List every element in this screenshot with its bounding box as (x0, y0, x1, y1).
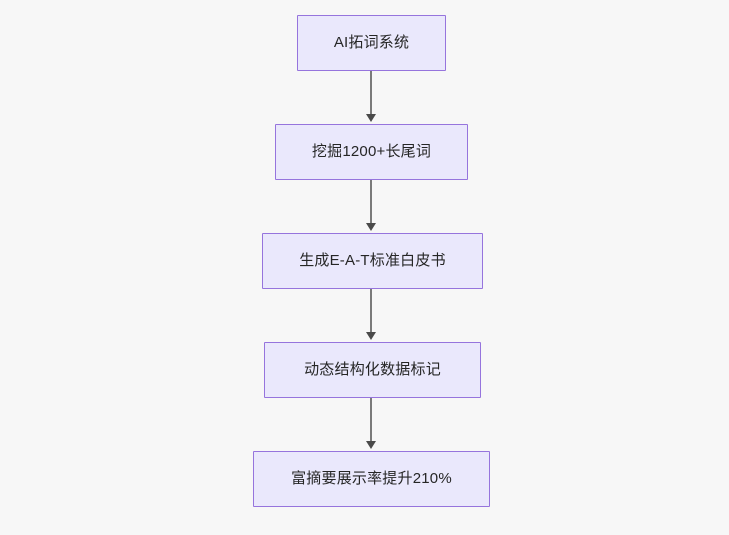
arrow-down-icon (366, 441, 376, 449)
flowchart-node-label: 富摘要展示率提升210% (291, 470, 452, 487)
flowchart-node-label: 挖掘1200+长尾词 (311, 143, 432, 160)
flowchart-node-n3[interactable]: 生成E-A-T标准白皮书 (262, 233, 483, 289)
flowchart-node-n4[interactable]: 动态结构化数据标记 (264, 342, 481, 398)
flowchart-node-n5[interactable]: 富摘要展示率提升210% (253, 451, 490, 507)
arrow-down-icon (366, 223, 376, 231)
flowchart-edge-n1-n2 (370, 71, 372, 117)
flowchart-node-label: AI拓词系统 (333, 34, 410, 51)
arrow-down-icon (366, 114, 376, 122)
flowchart-edge-n2-n3 (370, 180, 372, 226)
flowchart-node-n2[interactable]: 挖掘1200+长尾词 (275, 124, 468, 180)
flowchart-edge-n3-n4 (370, 289, 372, 335)
flowchart-node-label: 动态结构化数据标记 (304, 361, 441, 378)
flowchart-node-label: 生成E-A-T标准白皮书 (299, 252, 446, 269)
flowchart-node-n1[interactable]: AI拓词系统 (297, 15, 446, 71)
flowchart-edge-n4-n5 (370, 398, 372, 444)
arrow-down-icon (366, 332, 376, 340)
